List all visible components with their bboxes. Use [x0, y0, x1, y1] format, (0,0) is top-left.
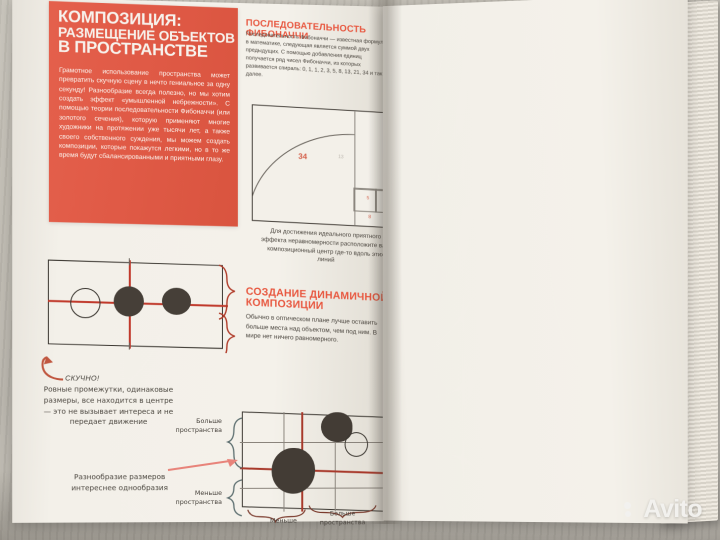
avito-wordmark: Avito [643, 495, 702, 523]
hero-block: КОМПОЗИЦИЯ: РАЗМЕЩЕНИЕ ОБЪЕКТОВ В ПРОСТР… [48, 1, 238, 227]
circle-filled-center [113, 286, 144, 317]
label-more-space-bottom-right: Больше пространства [319, 509, 366, 527]
circle-outline [70, 287, 101, 319]
tick-top [128, 258, 130, 266]
boring-callout-label: СКУЧНО! [65, 373, 100, 383]
label-less-bottom-mid: Меньше [270, 516, 297, 525]
boring-note-1: Ровные промежутки, одинаковые размеры, в… [43, 384, 174, 427]
brace-pair-right [218, 264, 236, 354]
boring-composition-diagram [43, 255, 236, 354]
book-gutter [368, 0, 402, 524]
hero-body-text: Грамотное использование пространства мож… [59, 66, 230, 164]
left-page: КОМПОЗИЦИЯ: РАЗМЕЩЕНИЕ ОБЪЕКТОВ В ПРОСТР… [12, 0, 384, 527]
fibonacci-label-34: 34 [298, 151, 308, 162]
circle-filled-right [161, 287, 192, 315]
right-page: ОСНОВЫ РИСУНКА ИЗБЕГАЙТЕ РАВНОМЕРНОСТИ К… [382, 0, 688, 524]
dynamic-heading-line2: КОМПОЗИЦИИ [245, 296, 324, 313]
brace-bottom-left [226, 478, 246, 518]
shape-large-dark [271, 447, 316, 494]
label-more-space-top: Больше пространства [175, 416, 222, 434]
shape-outline-circle [344, 432, 369, 457]
curl-arrow-icon [35, 353, 70, 381]
avito-logo-icon [624, 501, 640, 519]
pink-pointer-arrow-icon [167, 458, 238, 471]
label-less-space-bottom: Меньше пространства [175, 488, 222, 506]
avito-watermark: Avito [624, 495, 703, 524]
tick-bottom [128, 342, 130, 350]
open-book: КОМПОЗИЦИЯ: РАЗМЕЩЕНИЕ ОБЪЕКТОВ В ПРОСТР… [6, 0, 718, 528]
fibonacci-label-13: 13 [338, 153, 344, 161]
hero-title: КОМПОЗИЦИЯ: РАЗМЕЩЕНИЕ ОБЪЕКТОВ В ПРОСТР… [58, 7, 235, 61]
